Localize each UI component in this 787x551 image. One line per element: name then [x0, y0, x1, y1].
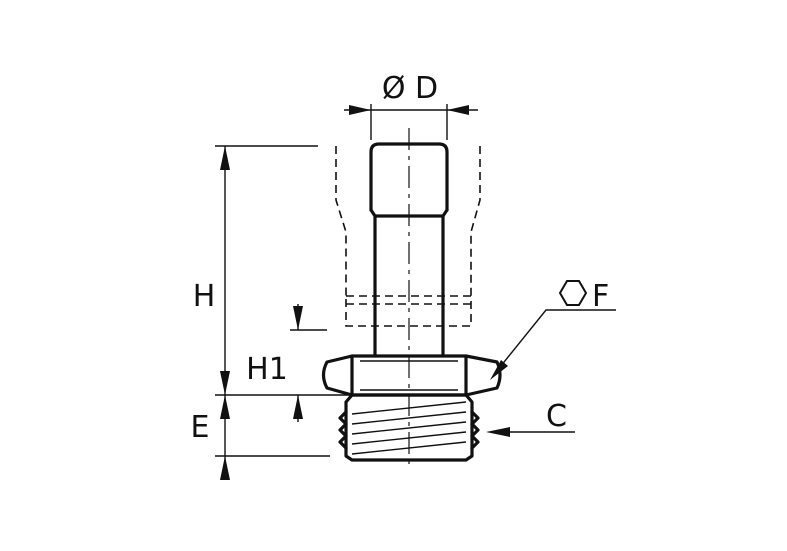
dimension-height1: H1: [246, 304, 327, 422]
height1-label: H1: [246, 352, 288, 387]
dimension-thread-length: E: [191, 394, 352, 480]
hex-size-label: F: [592, 279, 609, 314]
thread-label: C: [546, 399, 567, 434]
phantom-tube-outline: [335, 146, 481, 327]
dimension-height: H: [193, 145, 318, 395]
dimension-diameter: Ø D: [344, 71, 478, 140]
thread-length-label: E: [191, 410, 210, 445]
callout-hex-size: F: [490, 279, 616, 380]
callout-thread: C: [486, 399, 575, 437]
hex-body: [321, 354, 502, 397]
diameter-label: Ø D: [382, 71, 438, 106]
height-label: H: [193, 279, 216, 314]
hexagon-icon: [558, 280, 588, 306]
